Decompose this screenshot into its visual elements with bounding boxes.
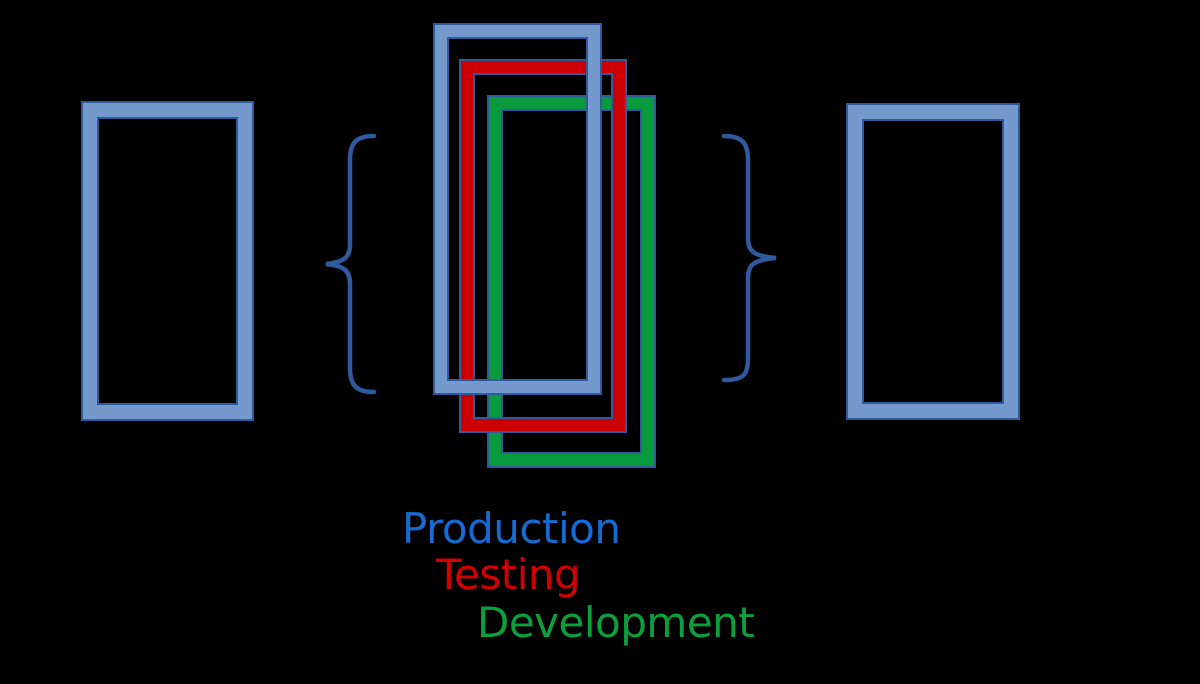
right-monitor-frame [846,103,1020,420]
left-monitor-frame [81,101,254,421]
left-curly-brace-icon [325,133,377,395]
production-frame [433,23,602,395]
legend-production-label: Production [402,504,621,553]
right-curly-brace-icon [721,133,777,383]
development-frame [487,95,656,468]
legend-testing-label: Testing [436,550,581,599]
legend-development-label: Development [477,598,755,647]
testing-frame [459,59,627,433]
